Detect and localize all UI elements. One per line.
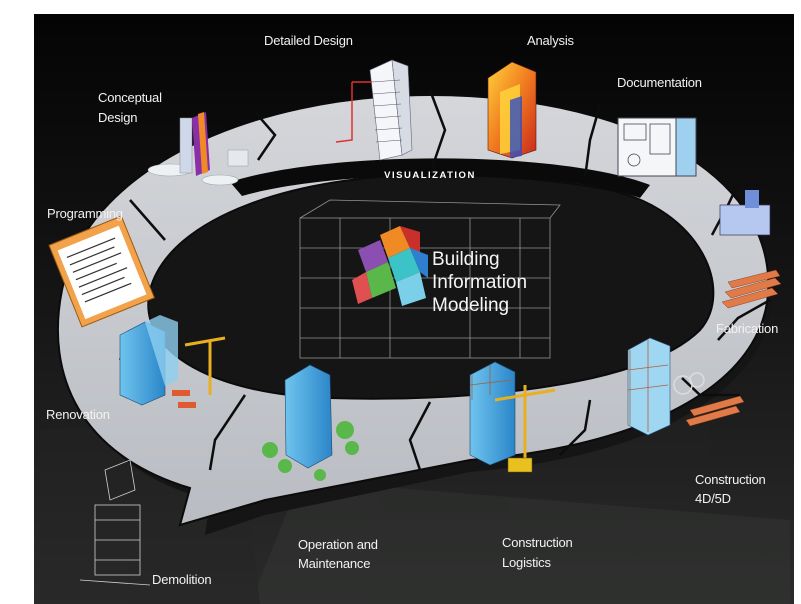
label-documentation: Documentation xyxy=(617,75,702,90)
label-analysis: Analysis xyxy=(527,33,575,48)
center-title-line-1: Building xyxy=(432,249,500,270)
renovation-building-icon xyxy=(119,315,226,408)
documentation-drawing-icon xyxy=(617,117,697,177)
center-title-line-2: Information xyxy=(432,272,527,293)
construction-4d5d-tower-icon xyxy=(627,337,705,436)
label-conceptual-design: Conceptual Design xyxy=(98,90,165,125)
label-operation-maintenance: Operation and Maintenance xyxy=(298,537,381,571)
demolition-sketch-icon xyxy=(79,459,151,586)
fabrication-machine-icon xyxy=(685,190,782,427)
segment-dividers xyxy=(118,89,771,471)
label-detailed-design: Detailed Design xyxy=(264,33,353,48)
center-title-line-3: Modeling xyxy=(432,295,509,316)
label-construction-logistics: Construction Logistics xyxy=(502,535,576,570)
construction-logistics-icon xyxy=(469,361,556,473)
label-fabrication: Fabrication xyxy=(716,321,778,336)
label-demolition: Demolition xyxy=(152,572,211,587)
visualization-band xyxy=(230,158,650,198)
bim-lifecycle-diagram: VISUALIZATION xyxy=(34,14,794,604)
visualization-label: VISUALIZATION xyxy=(384,170,476,181)
wireframe-building-icon xyxy=(299,199,561,359)
bim-logo-icon xyxy=(299,199,561,359)
conceptual-design-icon xyxy=(147,112,249,186)
operation-maintenance-tower-icon xyxy=(262,364,359,481)
diagram-canvas: VISUALIZATION xyxy=(34,14,794,604)
label-renovation: Renovation xyxy=(46,407,110,422)
analysis-heatmap-icon xyxy=(487,61,537,159)
label-programming: Programming xyxy=(47,206,123,221)
programming-clipboard-icon xyxy=(48,215,155,328)
center-title: Building Information Modeling xyxy=(432,249,532,316)
label-construction-4d5d: Construction 4D/5D xyxy=(695,472,769,506)
detailed-design-tower-icon xyxy=(335,59,413,161)
